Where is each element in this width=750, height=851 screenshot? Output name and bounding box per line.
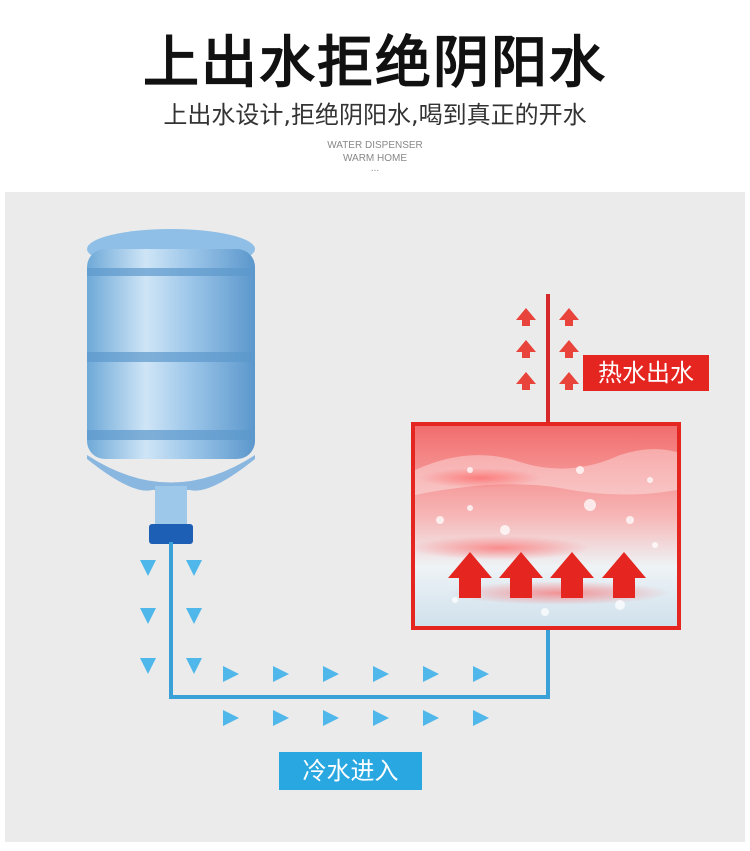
hot-water-out-label: 热水出水 — [583, 355, 709, 391]
pipe-system — [169, 294, 550, 699]
cold-water-down-arrows — [140, 560, 202, 674]
hot-water-arrows — [516, 308, 579, 390]
heat-up-arrows — [448, 552, 646, 598]
cold-water-right-arrows — [223, 666, 489, 726]
page-title: 上出水拒绝阴阳水 — [143, 31, 607, 96]
page-subtitle: 上出水设计,拒绝阴阳水,喝到真正的开水 — [163, 101, 587, 129]
water-bottle — [87, 229, 255, 544]
cold-water-in-label: 冷水进入 — [279, 752, 422, 790]
english-tagline-2: WARM HOME — [342, 153, 408, 164]
heating-tank — [410, 422, 681, 630]
english-tagline-1: WATER DISPENSER — [327, 140, 423, 151]
tagline-dots: ... — [370, 163, 380, 174]
